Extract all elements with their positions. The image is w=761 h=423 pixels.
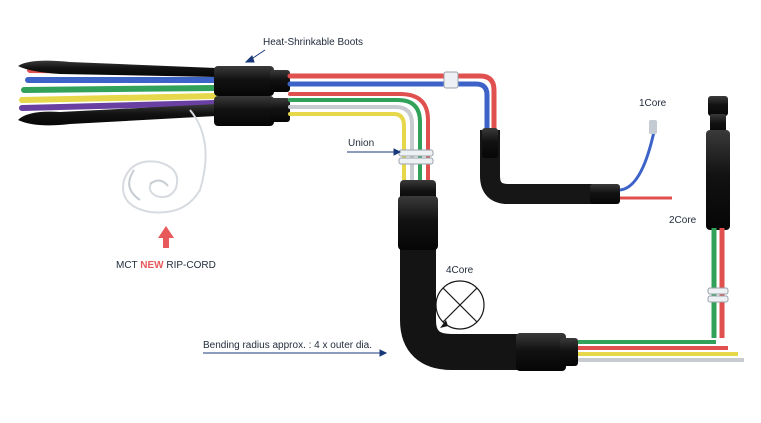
core-green-end [21, 85, 218, 93]
union-clip-top [443, 71, 459, 89]
bending-radius-circle-icon [435, 280, 485, 330]
core-purple-end [19, 100, 218, 111]
rip-cord-new-badge: NEW [140, 260, 164, 271]
up-arrow-icon [158, 226, 174, 248]
rip-cord-coil-icon [122, 109, 207, 214]
two-core-label: 2Core [669, 215, 697, 226]
boot-upper [214, 66, 274, 96]
union-label: Union [348, 138, 375, 149]
rip-cord-label: MCT NEW RIP-CORD [116, 260, 216, 271]
one-core-branch [480, 120, 672, 204]
heat-shrinkable-boots-label: Heat-Shrinkable Boots [263, 37, 364, 48]
jacket-upper [18, 60, 216, 77]
four-core-cable [398, 180, 744, 371]
core-yellow-end [19, 93, 218, 103]
boot-lower [214, 96, 274, 126]
rip-cord-suffix: RIP-CORD [166, 260, 216, 271]
label-arrows [203, 49, 402, 357]
main-cable [18, 60, 290, 126]
one-core-label: 1Core [639, 98, 667, 109]
union-clip-vertical [398, 149, 434, 165]
core-bundle [287, 73, 497, 192]
two-core-branch [706, 96, 730, 338]
rip-cord-prefix: MCT [116, 260, 138, 271]
bending-radius-label: Bending radius approx. : 4 x outer dia. [203, 340, 372, 351]
jacket-lower [18, 104, 216, 126]
four-core-label: 4Core [446, 265, 474, 276]
